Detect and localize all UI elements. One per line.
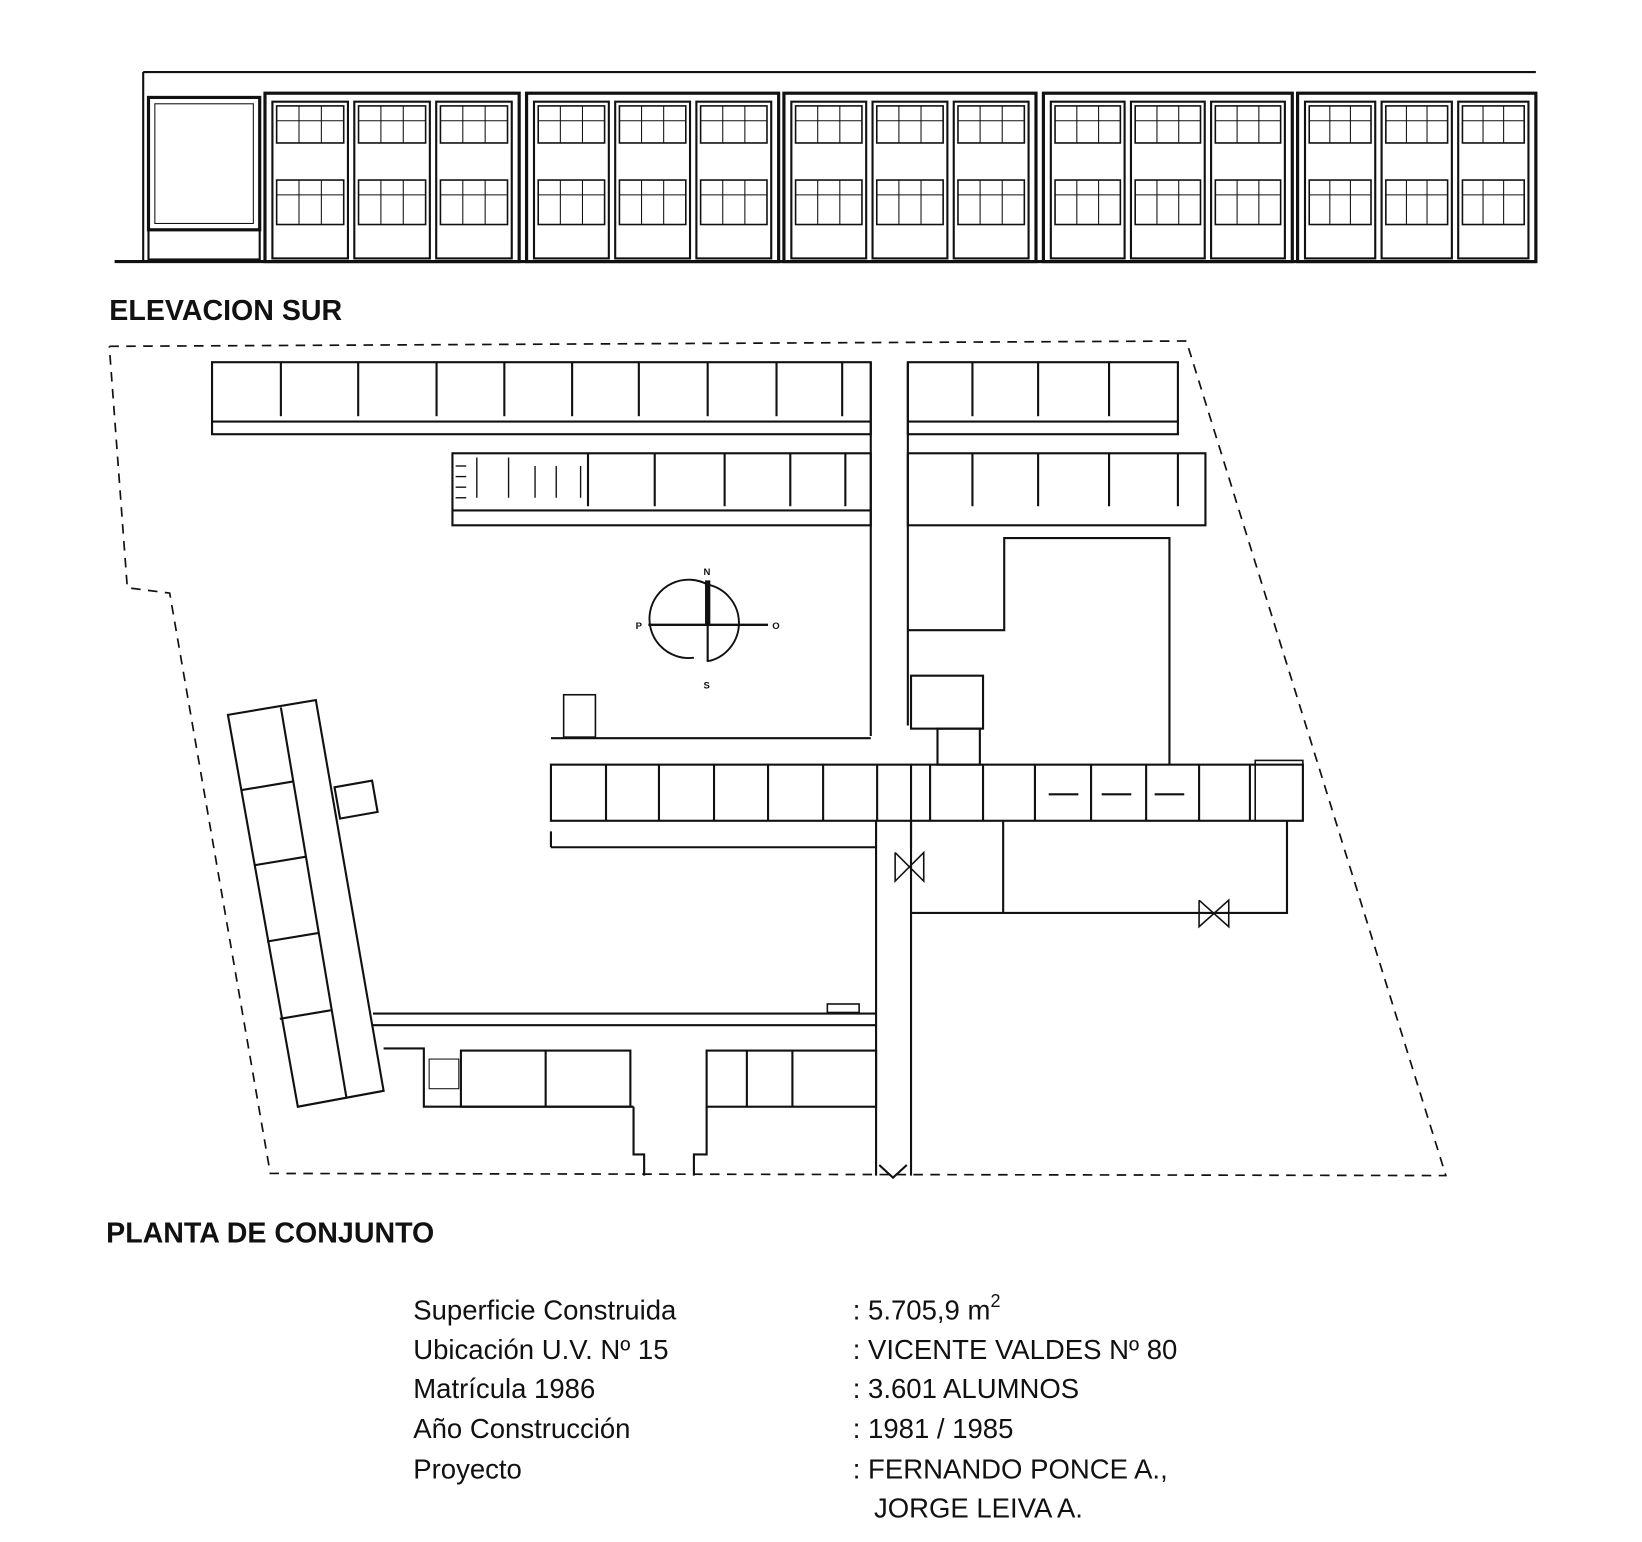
info-label-project: Proyecto	[413, 1453, 522, 1484]
info-label-surface: Superficie Construida	[413, 1295, 677, 1326]
info-value-year: : 1981 / 1985	[853, 1413, 1014, 1444]
info-label-year: Año Construcción	[413, 1413, 630, 1444]
info-value-surface: : 5.705,9 m2	[853, 1291, 1001, 1326]
compass-east-label: O	[772, 621, 779, 632]
info-label-location: Ubicación U.V. Nº 15	[413, 1334, 668, 1365]
elevation-title: ELEVACION SUR	[109, 295, 342, 327]
project-info-table: Superficie Construida : 5.705,9 m2 Ubica…	[413, 1291, 1177, 1524]
south-elevation	[114, 70, 1538, 264]
info-value-location: : VICENTE VALDES Nº 80	[853, 1334, 1178, 1365]
compass-west-label: P	[636, 621, 643, 632]
site-boundary	[108, 340, 1448, 1177]
info-value-project: : FERNANDO PONCE A.,	[853, 1453, 1168, 1484]
compass-north-label: N	[703, 567, 710, 578]
compass-south-label: S	[703, 680, 709, 691]
info-label-enrollment: Matrícula 1986	[413, 1373, 595, 1404]
info-value-project-2: JORGE LEIVA A.	[874, 1493, 1083, 1524]
north-compass-icon	[648, 578, 769, 662]
info-value-enrollment: : 3.601 ALUMNOS	[853, 1373, 1079, 1404]
plan-title: PLANTA DE CONJUNTO	[106, 1217, 434, 1249]
site-plan	[108, 340, 1448, 1180]
